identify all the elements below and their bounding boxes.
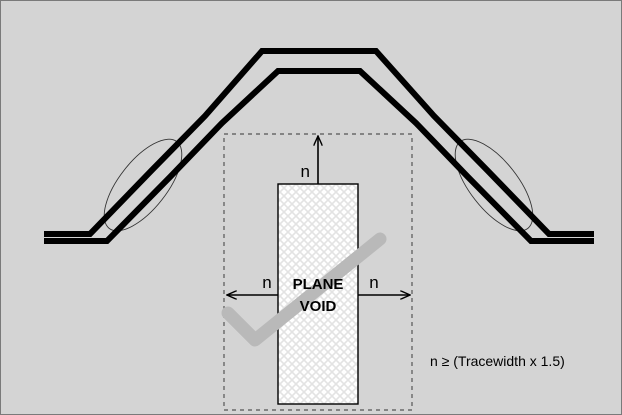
- plane-void-label-line1: PLANE: [293, 276, 344, 293]
- clearance-formula-label: n ≥ (Tracewidth x 1.5): [430, 353, 565, 369]
- left-clearance-label: n: [262, 273, 271, 292]
- plane-void-label-line2: VOID: [300, 298, 337, 315]
- trace-inner-conductor: [44, 68, 594, 244]
- top-clearance-label: n: [301, 162, 310, 181]
- right-clearance-label: n: [369, 273, 378, 292]
- check-icon: [221, 232, 387, 347]
- trace-outer-conductor: [44, 48, 594, 237]
- plane-void-region: [277, 183, 359, 405]
